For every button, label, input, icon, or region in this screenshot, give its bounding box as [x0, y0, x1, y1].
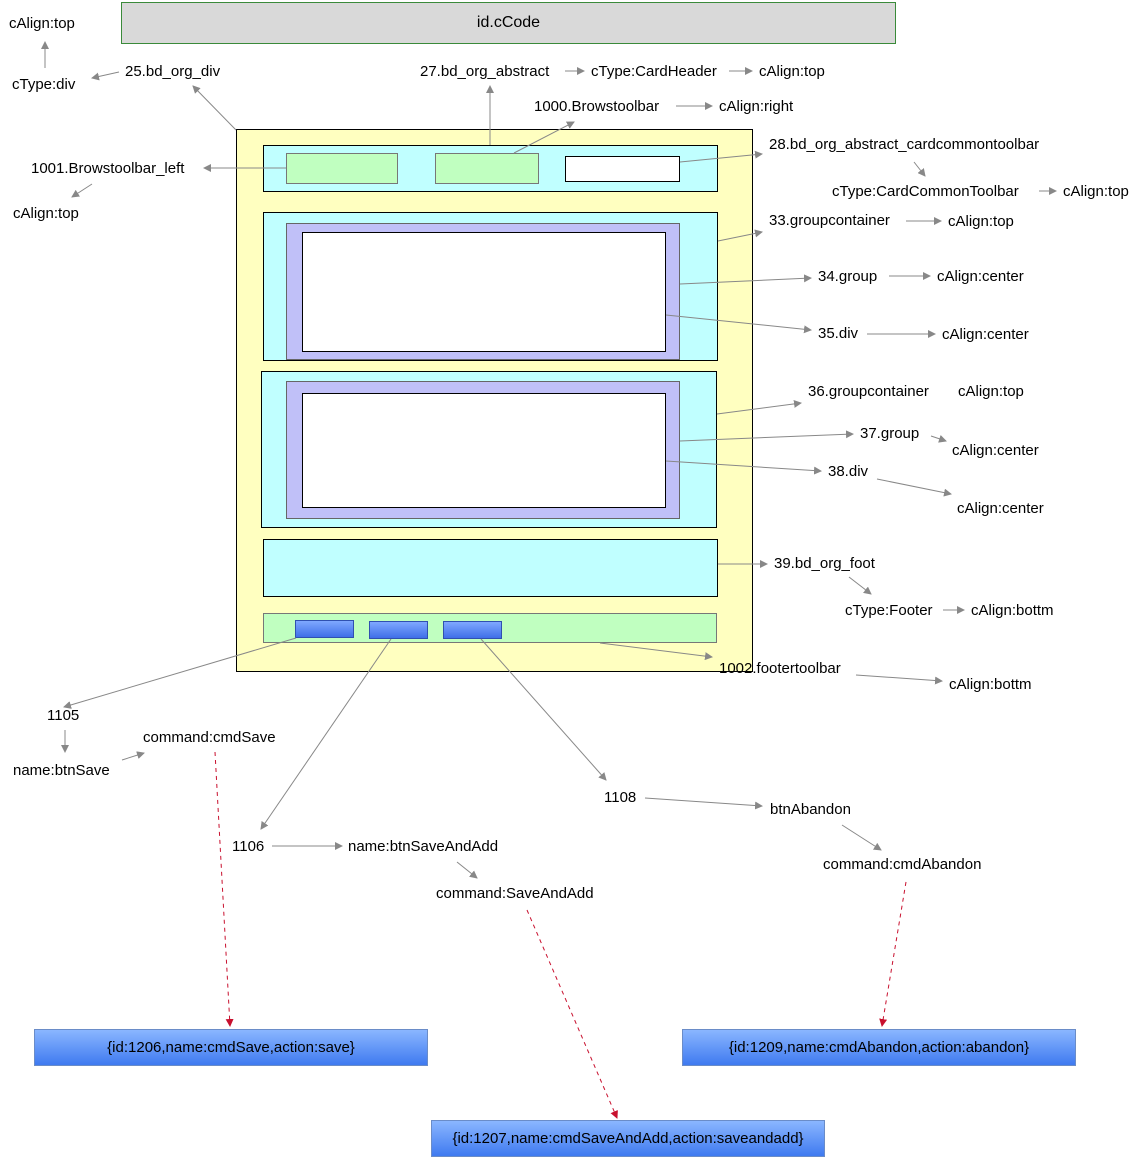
- edge-abandon-cmd: [841, 824, 882, 851]
- label-25: 25.bd_org_div: [125, 63, 221, 80]
- label-1105: 1105: [47, 707, 80, 724]
- label-command-cmdabandon: command:cmdAbandon: [823, 856, 982, 873]
- label-ctype-cardcommontoolbar: cType:CardCommonToolbar: [832, 183, 1019, 200]
- label-btnabandon: btnAbandon: [770, 801, 851, 818]
- label-calign-center-35: cAlign:center: [942, 326, 1029, 343]
- label-1001: 1001.Browstoolbar_left: [31, 160, 185, 177]
- label-28: 28.bd_org_abstract_cardcommontoolbar: [769, 136, 1040, 153]
- edge-1108-abandon: [644, 797, 763, 810]
- command-saveandadd-text: {id:1207,name:cmdSaveAndAdd,action:savea…: [452, 1130, 804, 1147]
- edge-d38: [665, 460, 822, 475]
- label-1000: 1000.Browstoolbar: [534, 98, 660, 115]
- label-ctype-cardheader: cType:CardHeader: [591, 63, 717, 80]
- edge-25-to-ctype-div: [91, 71, 120, 81]
- command-save-text: {id:1206,name:cmdSave,action:save}: [107, 1039, 355, 1056]
- label-name-btnsave: name:btnSave: [13, 762, 110, 779]
- label-calign-center-37: cAlign:center: [952, 442, 1039, 459]
- edge-1001-to-calign: [71, 183, 93, 198]
- edge-name-command: [121, 751, 145, 761]
- label-calign-center-34: cAlign:center: [937, 268, 1024, 285]
- label-calign-bottm-39: cAlign:bottm: [971, 602, 1054, 619]
- edge-28-to-ctype: [913, 161, 926, 177]
- label-36: 36.groupcontainer: [808, 383, 929, 400]
- label-calign-right: cAlign:right: [719, 98, 794, 115]
- label-35: 35.div: [818, 325, 859, 342]
- browstoolbar-block: [435, 153, 539, 184]
- label-37: 37.group: [860, 425, 920, 442]
- edge-toolbar-to-28: [679, 150, 763, 163]
- label-1108: 1108: [604, 789, 637, 806]
- edge-39-ctype: [848, 576, 872, 595]
- label-34: 34.group: [818, 268, 878, 285]
- label-calign-top-36: cAlign:top: [958, 383, 1024, 400]
- div-38: [302, 393, 666, 508]
- edge-g34: [679, 274, 812, 285]
- btn-save-mock[interactable]: [295, 620, 354, 638]
- label-calign-top-28: cAlign:top: [1063, 183, 1129, 200]
- cardcommontoolbar-block: [565, 156, 680, 182]
- edge-container-to-25: [192, 85, 237, 131]
- edge-ft-1002: [599, 642, 713, 661]
- label-calign-bottm-1002: cAlign:bottm: [949, 676, 1032, 693]
- dashed-edge-cmdsave: [214, 751, 234, 1027]
- label-ctype-div: cType:div: [12, 76, 76, 93]
- edge-g37: [679, 430, 854, 442]
- command-box-saveandadd: {id:1207,name:cmdSaveAndAdd,action:savea…: [431, 1120, 825, 1157]
- label-ctype-footer: cType:Footer: [845, 602, 933, 619]
- edge-btn3-1108: [480, 638, 607, 781]
- label-1106: 1106: [232, 838, 265, 855]
- label-calign-top-33: cAlign:top: [948, 213, 1014, 230]
- label-calign-top-1001: cAlign:top: [13, 205, 79, 222]
- header-bar: id.cCode: [121, 2, 896, 44]
- browstoolbar-left-block: [286, 153, 398, 184]
- label-command-cmdsave: command:cmdSave: [143, 729, 276, 746]
- label-33: 33.groupcontainer: [769, 212, 890, 229]
- btn-save-and-add-mock[interactable]: [369, 621, 428, 639]
- label-27: 27.bd_org_abstract: [420, 63, 550, 80]
- command-box-save: {id:1206,name:cmdSave,action:save}: [34, 1029, 428, 1066]
- edge-btn2-1106: [260, 638, 392, 830]
- edge-gc33: [717, 229, 763, 242]
- label-calign-top-root: cAlign:top: [9, 15, 75, 32]
- edge-btn1-1105: [63, 637, 297, 709]
- label-command-saveandadd: command:SaveAndAdd: [436, 885, 594, 902]
- edge-37-calign: [930, 434, 947, 443]
- label-1002: 1002.footertoolbar: [719, 660, 841, 677]
- label-38: 38.div: [828, 463, 869, 480]
- edge-name-cmd-saa: [456, 861, 478, 879]
- bd-org-foot-region: [263, 539, 718, 597]
- command-box-abandon: {id:1209,name:cmdAbandon,action:abandon}: [682, 1029, 1076, 1066]
- label-calign-top-27: cAlign:top: [759, 63, 825, 80]
- label-name-btnsaveandadd: name:btnSaveAndAdd: [348, 838, 499, 855]
- edge-1002-calign: [855, 674, 943, 685]
- label-39: 39.bd_org_foot: [774, 555, 875, 572]
- dashed-edge-cmdabandon: [879, 881, 907, 1027]
- label-calign-center-38: cAlign:center: [957, 500, 1044, 517]
- command-abandon-text: {id:1209,name:cmdAbandon,action:abandon}: [728, 1039, 1030, 1056]
- dashed-edge-saveandadd: [526, 909, 618, 1119]
- div-35: [302, 232, 666, 352]
- edge-38-calign: [876, 478, 952, 497]
- edge-d35: [665, 314, 812, 334]
- edge-gc36: [716, 399, 802, 415]
- btn-abandon-mock[interactable]: [443, 621, 502, 639]
- edge-browstoolbar-to-1000: [513, 121, 575, 154]
- header-title: id.cCode: [476, 14, 541, 31]
